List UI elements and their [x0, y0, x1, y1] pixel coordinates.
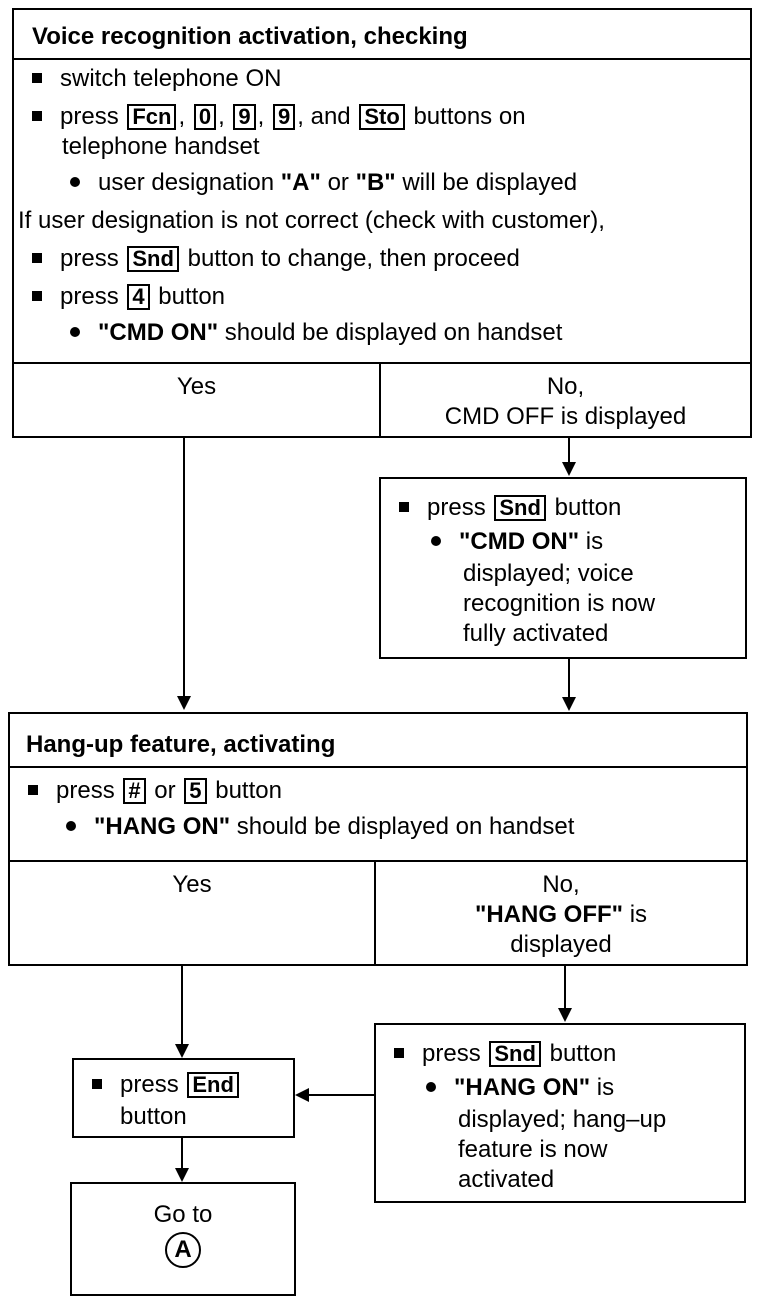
bullet-square-icon [28, 784, 38, 795]
key-snd: Snd [494, 495, 546, 521]
section1-yes-label: Yes [176, 373, 217, 400]
connector-a-icon: A [165, 1232, 201, 1268]
step-press-4: press 4 button [32, 282, 225, 312]
section1-title-box: Voice recognition activation, checking [12, 8, 752, 60]
snd-hang-note-4: activated [458, 1166, 555, 1193]
note-user-designation: user designation "A" or "B" will be disp… [70, 168, 577, 198]
snd-cmd-box: press Snd button "CMD ON" is displayed; … [379, 477, 747, 659]
snd-hang-box: press Snd button "HANG ON" is displayed;… [374, 1023, 746, 1203]
connector-no2 [564, 966, 566, 1008]
key-sto: Sto [359, 104, 405, 130]
connector-yes2 [181, 966, 183, 1044]
note-hang-on: "HANG ON" should be displayed on handset [66, 812, 574, 842]
snd-hang-note-3: feature is now [458, 1136, 608, 1163]
snd-cmd-note-2: displayed; voice [463, 560, 634, 587]
snd-hang-note-1: "HANG ON" is [426, 1073, 614, 1103]
key-9-second: 9 [273, 104, 296, 130]
arrow-left-icon [295, 1088, 309, 1102]
bullet-square-icon [32, 290, 42, 301]
section2-yes-box: Yes [8, 860, 376, 966]
section1-no-label-2: CMD OFF is displayed [444, 403, 687, 430]
section2-no-label-2: "HANG OFF" is [474, 901, 648, 928]
end-step: press End [92, 1070, 241, 1100]
bullet-dot-icon [70, 176, 80, 187]
key-fcn: Fcn [127, 104, 177, 130]
step-press-keys-cont: telephone handset [62, 133, 260, 160]
section1-no-box: No, CMD OFF is displayed [379, 362, 752, 438]
end-step-cont: button [120, 1103, 187, 1130]
end-box: press End button [72, 1058, 295, 1138]
key-0: 0 [193, 104, 217, 130]
section1-title: Voice recognition activation, checking [32, 23, 468, 50]
condition-text: If user designation is not correct (chec… [18, 207, 605, 234]
bullet-square-icon [399, 501, 409, 512]
key-5: 5 [184, 778, 207, 804]
key-4: 4 [127, 284, 150, 310]
step-press-hash-5: press # or 5 button [28, 776, 282, 806]
connector-yes1 [183, 438, 185, 696]
bullet-dot-icon [431, 535, 441, 546]
section2-title-box: Hang-up feature, activating [8, 712, 748, 768]
goto-text: Go to [153, 1201, 213, 1228]
note-cmd-on: "CMD ON" should be displayed on handset [70, 318, 562, 348]
bullet-square-icon [32, 252, 42, 263]
snd-hang-step: press Snd button [394, 1039, 616, 1069]
connector-no1 [568, 438, 570, 462]
bullet-dot-icon [426, 1081, 436, 1092]
key-snd: Snd [127, 246, 179, 272]
bullet-dot-icon [70, 326, 80, 337]
arrow-down-icon [177, 696, 191, 710]
bullet-dot-icon [66, 820, 76, 831]
section1-no-label-1: No, [546, 373, 585, 400]
key-snd: Snd [489, 1041, 541, 1067]
arrow-down-icon [558, 1008, 572, 1022]
key-hash: # [123, 778, 146, 804]
arrow-down-icon [175, 1168, 189, 1182]
section2-title: Hang-up feature, activating [26, 731, 336, 758]
bullet-square-icon [32, 72, 42, 83]
key-9: 9 [233, 104, 256, 130]
bullet-square-icon [32, 110, 42, 121]
step-press-keys: press Fcn, 0, 9, 9, and Sto buttons on [32, 102, 526, 132]
snd-cmd-step: press Snd button [399, 493, 621, 523]
snd-cmd-note-4: fully activated [463, 620, 609, 647]
section2-body-box: press # or 5 button "HANG ON" should be … [8, 766, 748, 862]
connector-snd2-left [308, 1094, 374, 1096]
connector-snd1-down [568, 659, 570, 697]
snd-hang-note-2: displayed; hang–up [458, 1106, 667, 1133]
snd-cmd-note-1: "CMD ON" is [431, 527, 603, 557]
goto-box: Go to A [70, 1182, 296, 1296]
step-switch-on: switch telephone ON [32, 64, 281, 94]
connector-end-down [181, 1138, 183, 1168]
section2-no-label-3: displayed [510, 931, 612, 958]
bullet-square-icon [394, 1047, 404, 1058]
snd-cmd-note-3: recognition is now [463, 590, 656, 617]
arrow-down-icon [562, 697, 576, 711]
bullet-square-icon [92, 1078, 102, 1089]
step-press-snd: press Snd button to change, then proceed [32, 244, 520, 274]
section2-no-box: No, "HANG OFF" is displayed [374, 860, 748, 966]
section2-yes-label: Yes [172, 871, 212, 898]
section1-body-box: switch telephone ON press Fcn, 0, 9, 9, … [12, 58, 752, 364]
key-end: End [187, 1072, 239, 1098]
section2-no-label-1: No, [542, 871, 580, 898]
section1-yes-box: Yes [12, 362, 381, 438]
arrow-down-icon [175, 1044, 189, 1058]
arrow-down-icon [562, 462, 576, 476]
